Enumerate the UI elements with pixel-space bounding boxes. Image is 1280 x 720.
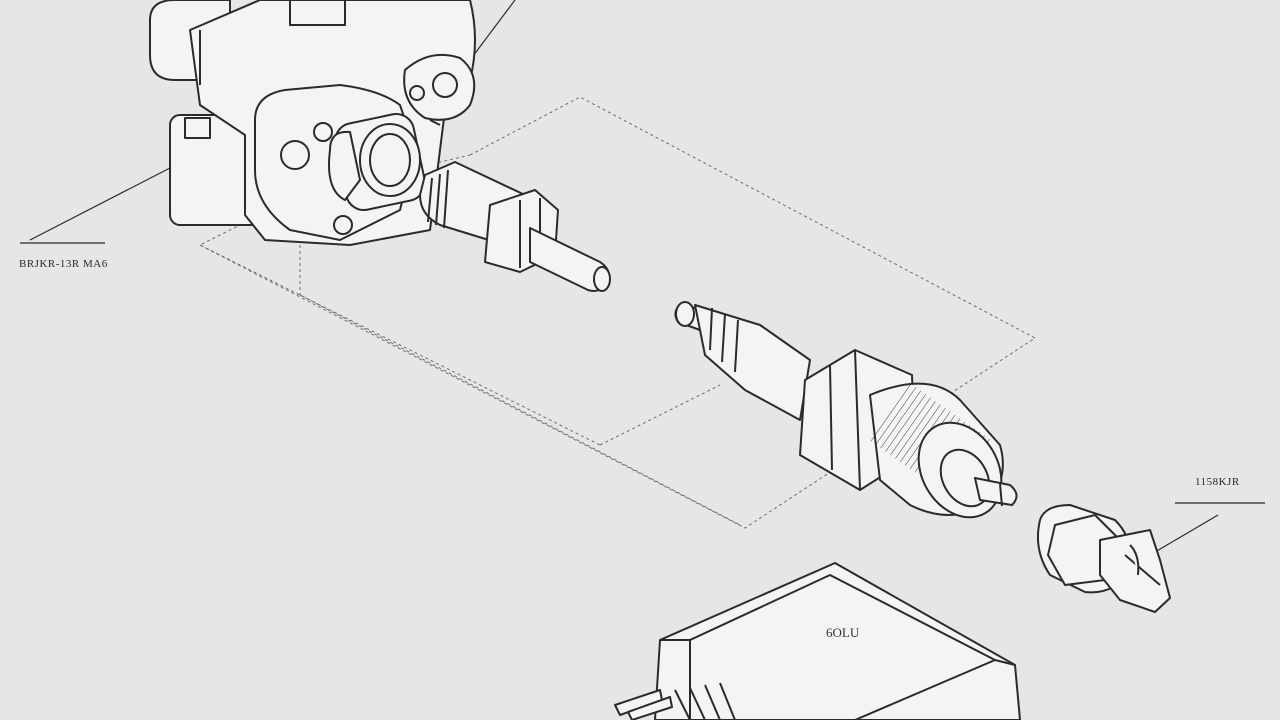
upper-sensor <box>419 161 611 292</box>
boot-connector <box>1037 504 1171 613</box>
distributor-housing <box>149 0 476 246</box>
callout-label-left: BRJKR-13R MA6 <box>19 258 108 270</box>
callout-leaders <box>20 0 1265 556</box>
control-module: 6OLU <box>614 562 1021 720</box>
spark-plug <box>674 301 1018 519</box>
callout-label-right: 1158KJR <box>1195 476 1240 488</box>
module-label: 6OLU <box>826 625 860 640</box>
